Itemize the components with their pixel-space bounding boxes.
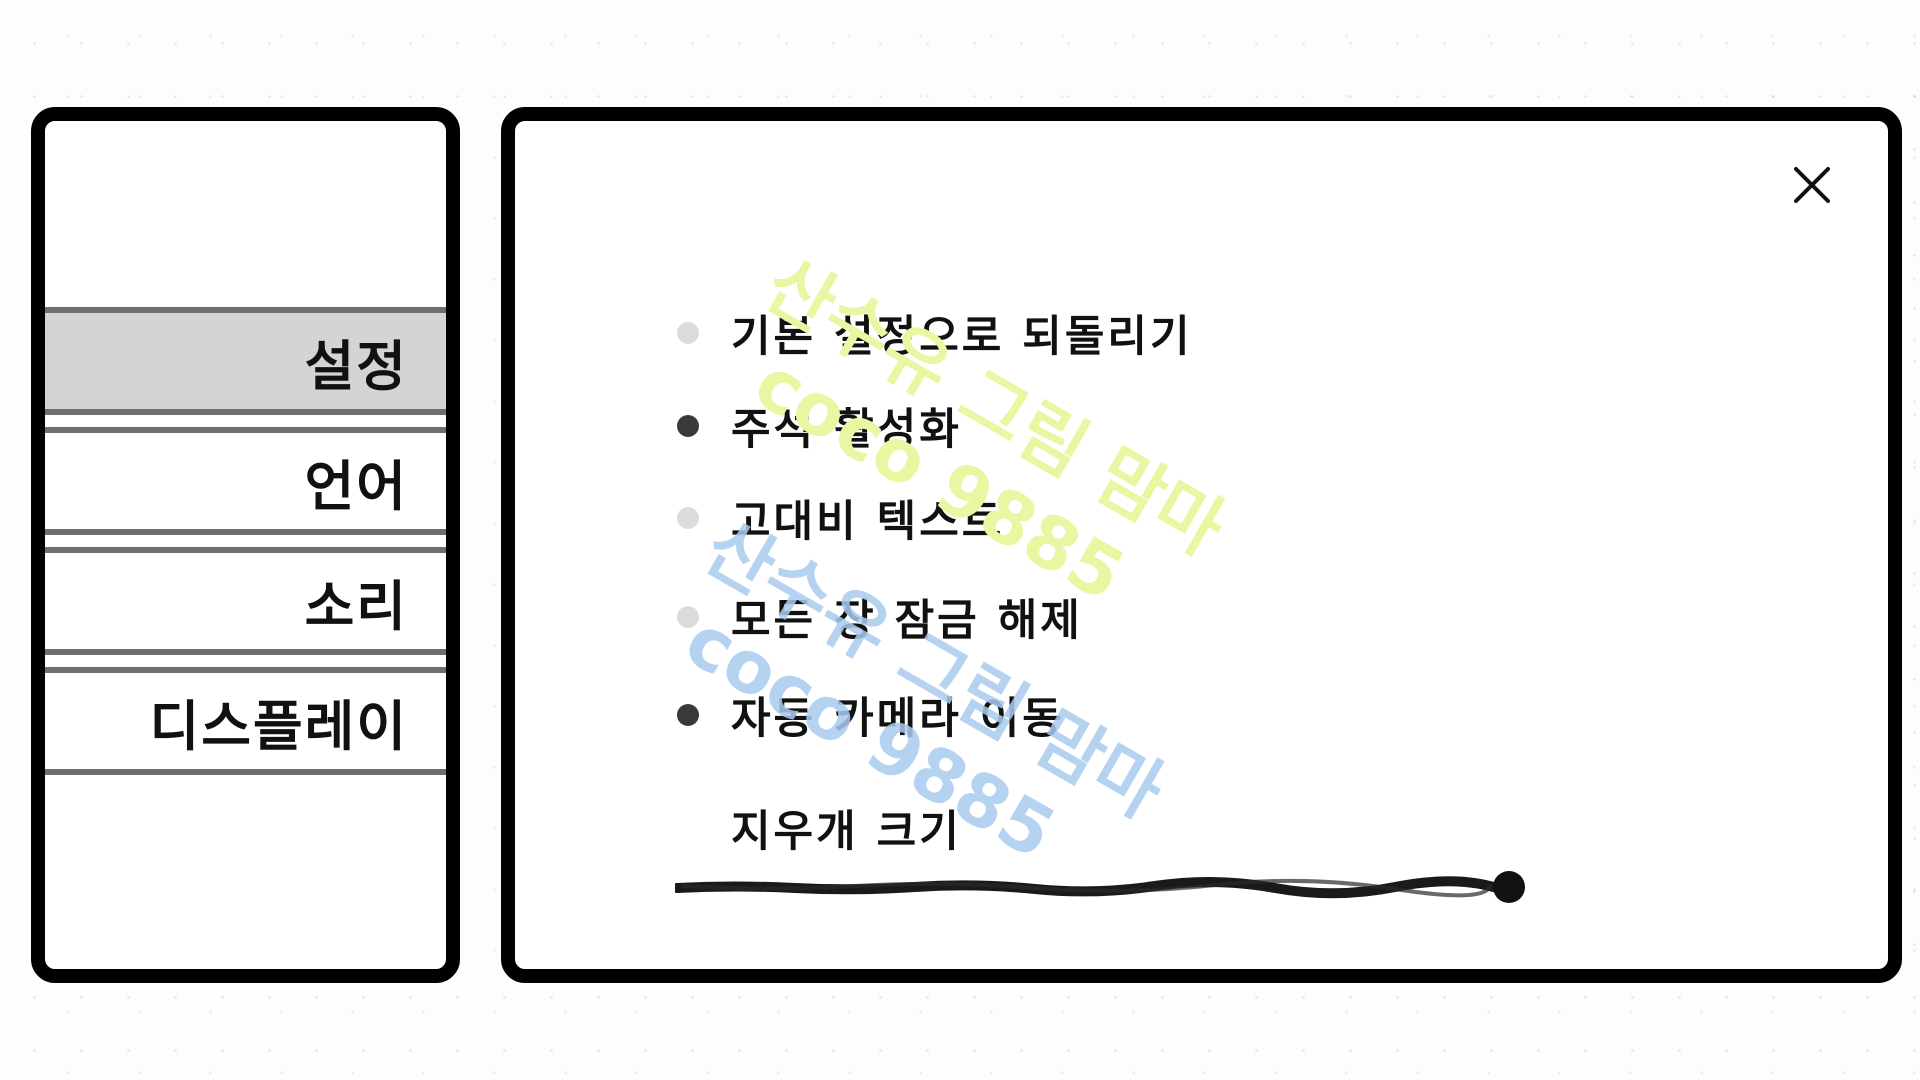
slider-thumb[interactable] xyxy=(1493,871,1525,903)
option-label: 자동 카메라 이동 xyxy=(731,694,1065,744)
option-label: 고대비 텍스트 xyxy=(731,497,1005,547)
radio-indicator[interactable] xyxy=(677,507,699,529)
option-auto-camera-move[interactable]: 자동 카메라 이동 xyxy=(677,687,1193,744)
sidebar-menu: 설정 언어 소리 디스플레이 xyxy=(45,307,446,787)
sidebar-item-label: 설정 xyxy=(304,334,408,398)
radio-indicator[interactable] xyxy=(677,606,699,628)
sidebar-item-language[interactable]: 언어 xyxy=(45,427,446,535)
sidebar-item-sound[interactable]: 소리 xyxy=(45,547,446,655)
settings-panel: 기본 설정으로 되돌리기 주석 활성화 고대비 텍스트 모든 장 잠금 해제 자… xyxy=(501,107,1902,983)
option-high-contrast-text[interactable]: 고대비 텍스트 xyxy=(677,490,1193,547)
settings-options: 기본 설정으로 되돌리기 주석 활성화 고대비 텍스트 모든 장 잠금 해제 자… xyxy=(677,305,1193,744)
radio-indicator[interactable] xyxy=(677,415,699,437)
sidebar-item-label: 소리 xyxy=(304,574,408,638)
radio-indicator[interactable] xyxy=(677,322,699,344)
sidebar-item-label: 디스플레이 xyxy=(149,694,408,758)
option-label: 주석 활성화 xyxy=(731,405,962,455)
sidebar-item-settings[interactable]: 설정 xyxy=(45,307,446,415)
option-label: 모든 장 잠금 해제 xyxy=(731,596,1083,646)
radio-indicator[interactable] xyxy=(677,704,699,726)
option-label: 기본 설정으로 되돌리기 xyxy=(731,312,1193,362)
option-unlock-all-chapters[interactable]: 모든 장 잠금 해제 xyxy=(677,589,1193,646)
close-button[interactable] xyxy=(1784,157,1840,213)
option-enable-annotations[interactable]: 주석 활성화 xyxy=(677,398,1193,455)
close-icon xyxy=(1794,167,1830,203)
settings-sidebar: 설정 언어 소리 디스플레이 xyxy=(31,107,460,983)
eraser-size-label: 지우개 크기 xyxy=(731,807,962,857)
eraser-size-slider[interactable] xyxy=(672,867,1527,907)
sidebar-item-display[interactable]: 디스플레이 xyxy=(45,667,446,775)
slider-graphic xyxy=(672,871,1525,903)
option-reset-defaults[interactable]: 기본 설정으로 되돌리기 xyxy=(677,305,1193,362)
sidebar-item-label: 언어 xyxy=(304,454,408,518)
